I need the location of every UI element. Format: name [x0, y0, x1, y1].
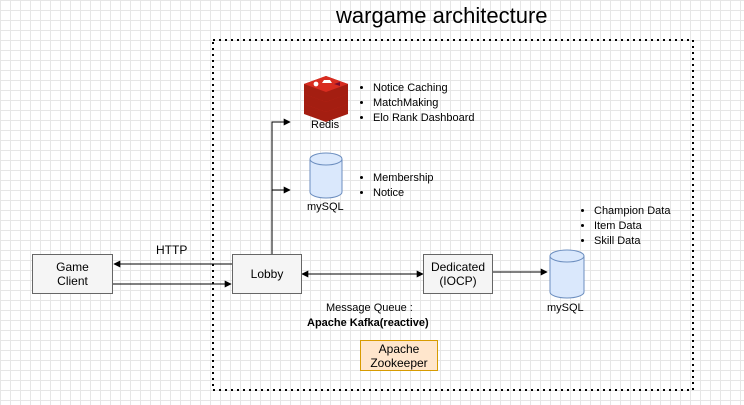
message-queue-label: Message Queue : — [326, 302, 413, 314]
mysql-top-feature-list: Membership Notice — [359, 171, 434, 201]
database-cylinder-icon — [309, 152, 343, 199]
game-client-label-line2: Client — [57, 274, 88, 288]
list-item: Notice Caching — [373, 81, 475, 96]
lobby-node[interactable]: Lobby — [232, 254, 302, 294]
dedicated-label-line2: (IOCP) — [439, 274, 477, 288]
zookeeper-label-line2: Zookeeper — [370, 355, 428, 370]
list-item: Elo Rank Dashboard — [373, 111, 475, 126]
list-item: Champion Data — [594, 204, 670, 219]
game-client-node[interactable]: Game Client — [32, 254, 113, 294]
edge-lobby-to-redis — [271, 118, 291, 254]
mysql-right-caption: mySQL — [547, 302, 584, 314]
redis-caption: Redis — [311, 119, 340, 131]
redis-logo-icon — [304, 76, 348, 122]
zookeeper-label-line1: Apache — [378, 341, 420, 356]
database-cylinder-icon — [549, 249, 585, 299]
game-client-label-line1: Game — [56, 260, 89, 274]
http-label: HTTP — [156, 243, 188, 257]
list-item: Notice — [373, 186, 434, 201]
lobby-label: Lobby — [250, 267, 284, 281]
redis-feature-list: Notice Caching MatchMaking Elo Rank Dash… — [359, 81, 475, 126]
list-item: Membership — [373, 171, 434, 186]
kafka-label: Apache Kafka(reactive) — [307, 317, 429, 329]
zookeeper-node[interactable]: Apache Zookeeper — [360, 340, 438, 371]
list-item: MatchMaking — [373, 96, 475, 111]
mysql-top-caption: mySQL — [307, 201, 344, 213]
mysql-right-feature-list: Champion Data Item Data Skill Data — [580, 204, 670, 249]
list-item: Item Data — [594, 219, 670, 234]
list-item: Skill Data — [594, 234, 670, 249]
system-boundary — [212, 39, 694, 391]
diagram-title: wargame architecture — [336, 3, 548, 28]
dedicated-label-line1: Dedicated — [430, 260, 486, 274]
dedicated-node[interactable]: Dedicated (IOCP) — [423, 254, 493, 294]
